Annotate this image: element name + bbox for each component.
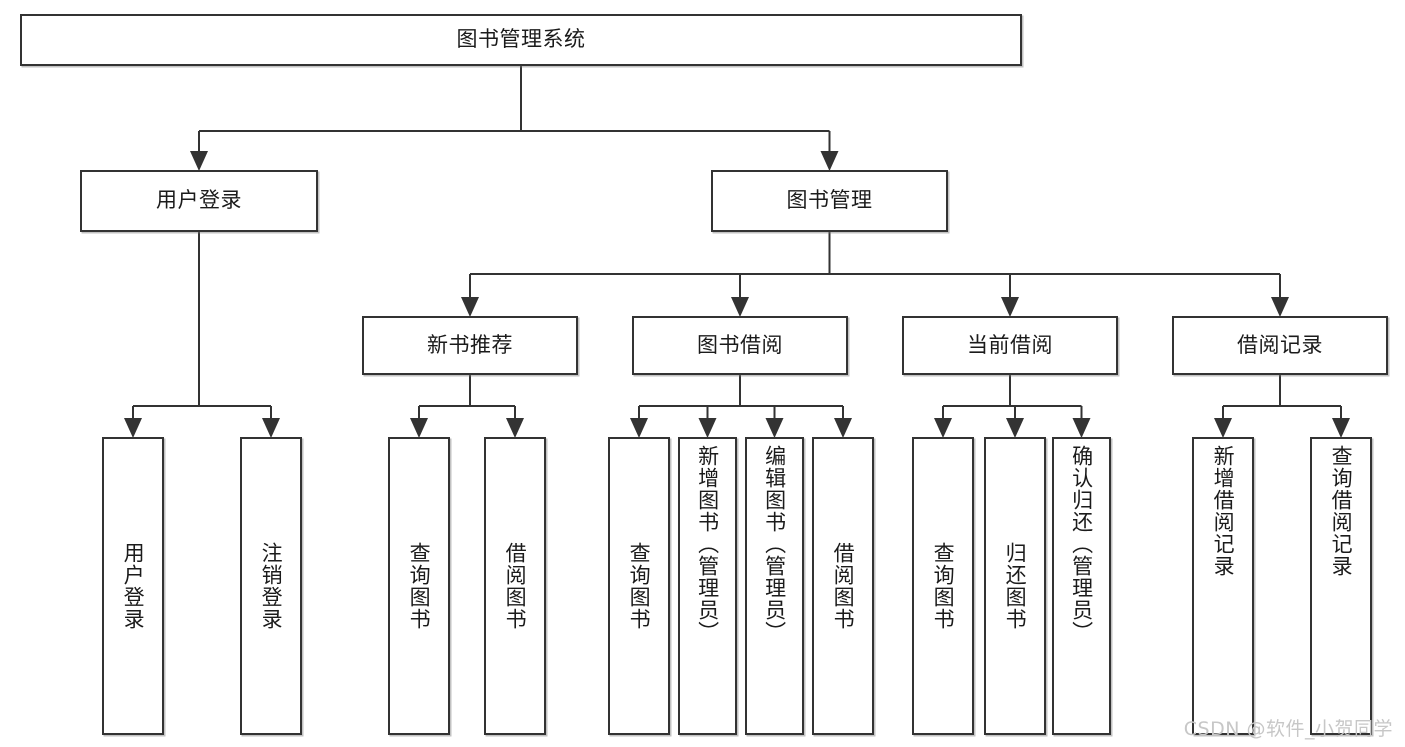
node-label: 注销登录 (242, 439, 300, 733)
node-label: 新增借阅记录 (1194, 439, 1252, 733)
node-leaf-user-logout[interactable]: 注销登录 (240, 437, 302, 735)
node-label-text: 查询图书 (627, 542, 652, 630)
node-label-text: 借阅图书 (503, 542, 528, 630)
node-label: 新增图书（管理员） (680, 439, 735, 733)
node-leaf-add-record[interactable]: 新增借阅记录 (1192, 437, 1254, 735)
watermark: CSDN @软件_小贺同学 (1183, 718, 1393, 740)
node-label-text: 归还图书 (1003, 542, 1028, 630)
arrow-head-icon (124, 418, 142, 438)
node-label-text: 确认归还（管理员） (1069, 445, 1094, 643)
node-label-text: 查询图书 (931, 542, 956, 630)
node-label: 查询借阅记录 (1312, 439, 1370, 733)
node-label-text: 借阅图书 (831, 542, 856, 630)
node-label-text: 注销登录 (259, 542, 284, 630)
node-label: 当前借阅 (967, 332, 1053, 357)
node-leaf-confirm-return[interactable]: 确认归还（管理员） (1052, 437, 1111, 735)
node-current-borrow[interactable]: 当前借阅 (902, 316, 1118, 375)
arrow-head-icon (934, 418, 952, 438)
node-leaf-edit-book[interactable]: 编辑图书（管理员） (745, 437, 804, 735)
arrow-head-icon (410, 418, 428, 438)
node-label: 借阅记录 (1237, 332, 1323, 357)
arrow-head-icon (262, 418, 280, 438)
arrow-head-icon (1072, 418, 1091, 438)
arrow-head-icon (1006, 418, 1024, 438)
arrow-head-icon (698, 418, 717, 438)
arrow-head-icon (1332, 418, 1350, 438)
arrow-head-icon (834, 418, 852, 438)
node-leaf-query-book-3[interactable]: 查询图书 (912, 437, 974, 735)
node-label-text: 编辑图书（管理员） (762, 445, 787, 643)
node-label-text: 查询图书 (407, 542, 432, 630)
node-leaf-borrow-book-1[interactable]: 借阅图书 (484, 437, 546, 735)
node-book-manage[interactable]: 图书管理 (711, 170, 948, 232)
node-label: 图书管理 (786, 188, 873, 213)
node-label: 确认归还（管理员） (1054, 439, 1109, 733)
node-user-login[interactable]: 用户登录 (80, 170, 318, 232)
node-book-borrow[interactable]: 图书借阅 (632, 316, 848, 375)
node-label: 借阅图书 (814, 439, 872, 733)
arrow-head-icon (630, 418, 648, 438)
arrow-head-icon (506, 418, 524, 438)
node-leaf-add-book[interactable]: 新增图书（管理员） (678, 437, 737, 735)
node-leaf-query-book-2[interactable]: 查询图书 (608, 437, 670, 735)
node-label: 编辑图书（管理员） (747, 439, 802, 733)
node-label: 查询图书 (610, 439, 668, 733)
node-borrow-record[interactable]: 借阅记录 (1172, 316, 1388, 375)
node-label-text: 用户登录 (121, 542, 146, 630)
arrow-head-icon (731, 297, 749, 317)
node-label: 借阅图书 (486, 439, 544, 733)
node-leaf-user-login[interactable]: 用户登录 (102, 437, 164, 735)
arrow-head-icon (1271, 297, 1289, 317)
arrow-head-icon (461, 297, 479, 317)
node-label-text: 新增图书（管理员） (695, 445, 720, 643)
node-new-book-rec[interactable]: 新书推荐 (362, 316, 578, 375)
node-label: 图书借阅 (697, 332, 783, 357)
arrow-head-icon (1001, 297, 1019, 317)
arrow-head-icon (1214, 418, 1232, 438)
node-label-text: 查询借阅记录 (1329, 445, 1354, 577)
node-leaf-borrow-book-2[interactable]: 借阅图书 (812, 437, 874, 735)
node-label: 用户登录 (104, 439, 162, 733)
node-root[interactable]: 图书管理系统 (20, 14, 1022, 66)
node-label: 图书管理系统 (456, 27, 586, 52)
arrow-head-icon (820, 151, 839, 171)
node-leaf-return-book[interactable]: 归还图书 (984, 437, 1046, 735)
node-label: 归还图书 (986, 439, 1044, 733)
node-label: 新书推荐 (427, 332, 513, 357)
arrow-head-icon (765, 418, 784, 438)
node-leaf-query-record[interactable]: 查询借阅记录 (1310, 437, 1372, 735)
node-leaf-query-book-1[interactable]: 查询图书 (388, 437, 450, 735)
node-label: 查询图书 (914, 439, 972, 733)
node-label-text: 新增借阅记录 (1211, 445, 1236, 577)
arrow-head-icon (190, 151, 208, 171)
node-label: 查询图书 (390, 439, 448, 733)
node-label: 用户登录 (156, 188, 242, 213)
